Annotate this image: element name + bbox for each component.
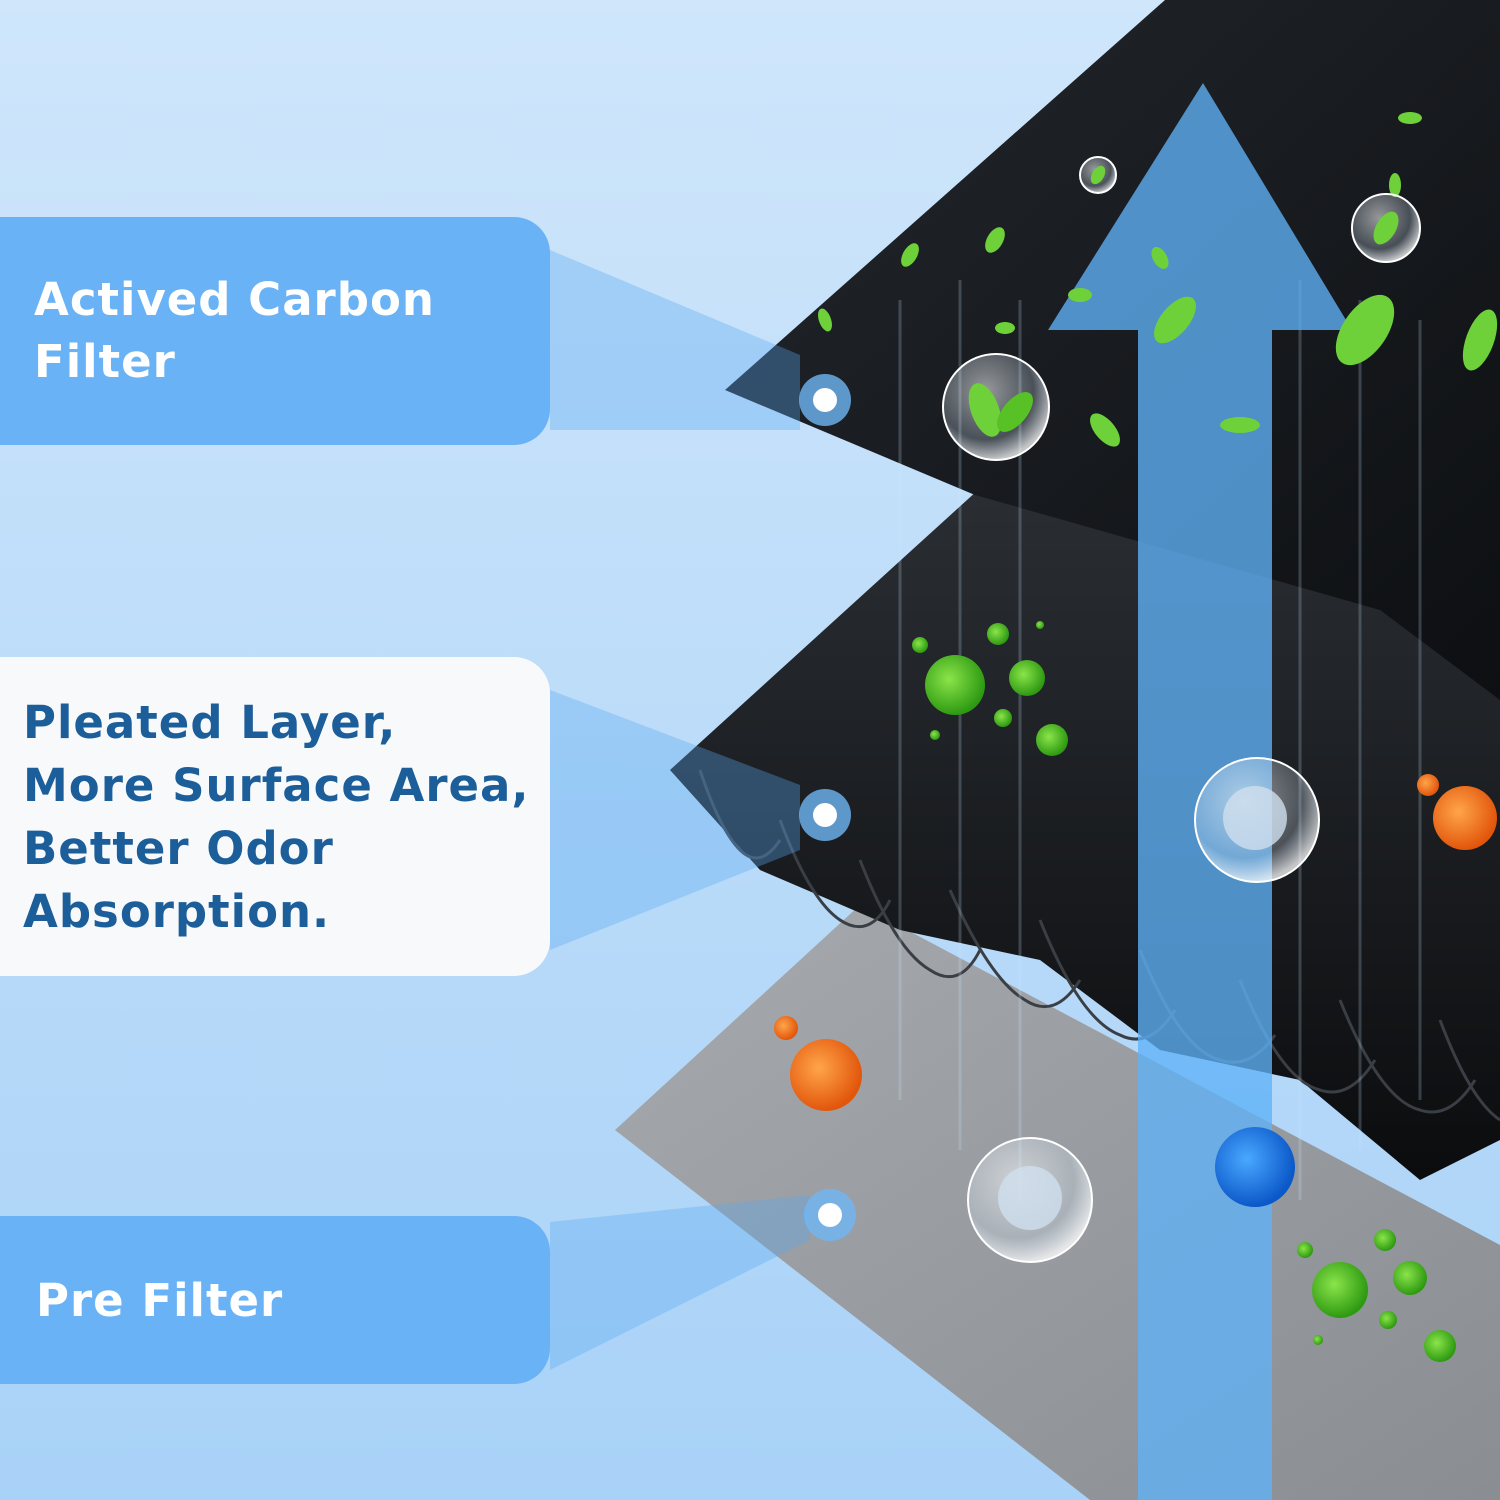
airflow-up-arrow (1048, 83, 1352, 1500)
pre-filter-label: Pre Filter (36, 1273, 284, 1327)
pleated-connector (550, 690, 800, 950)
carbon-filter-layer (725, 0, 1500, 700)
carbon-connector (550, 250, 800, 430)
pleated-layer (670, 470, 1500, 1180)
orange-virus-large (774, 1016, 862, 1111)
virus-bubble-lower (967, 1137, 1093, 1263)
pre-connector (550, 1195, 810, 1370)
carbon-filter-label: Actived Carbon Filter (34, 273, 435, 388)
pleated-callout-dot (799, 789, 851, 841)
pre-callout-dot (804, 1189, 856, 1241)
green-virus-cluster-upper (912, 621, 1068, 756)
leaf-bubble-medium (1351, 193, 1421, 263)
virus-bubble-upper (1194, 757, 1320, 883)
pleated-layer-label-box: Pleated Layer, More Surface Area, Better… (0, 657, 550, 976)
carbon-callout-dot (799, 374, 851, 426)
pre-filter-label-box: Pre Filter (0, 1216, 550, 1384)
orange-virus-right (1417, 774, 1497, 850)
carbon-filter-label-box: Actived Carbon Filter (0, 217, 550, 445)
green-virus-cluster-lower (1297, 1229, 1456, 1362)
leaf-bubble-large (942, 353, 1050, 461)
pleated-layer-label: Pleated Layer, More Surface Area, Better… (23, 695, 530, 938)
leaf-icons (818, 112, 1498, 447)
blue-virus (1215, 1127, 1295, 1207)
leaf-bubble-small (1079, 156, 1117, 194)
